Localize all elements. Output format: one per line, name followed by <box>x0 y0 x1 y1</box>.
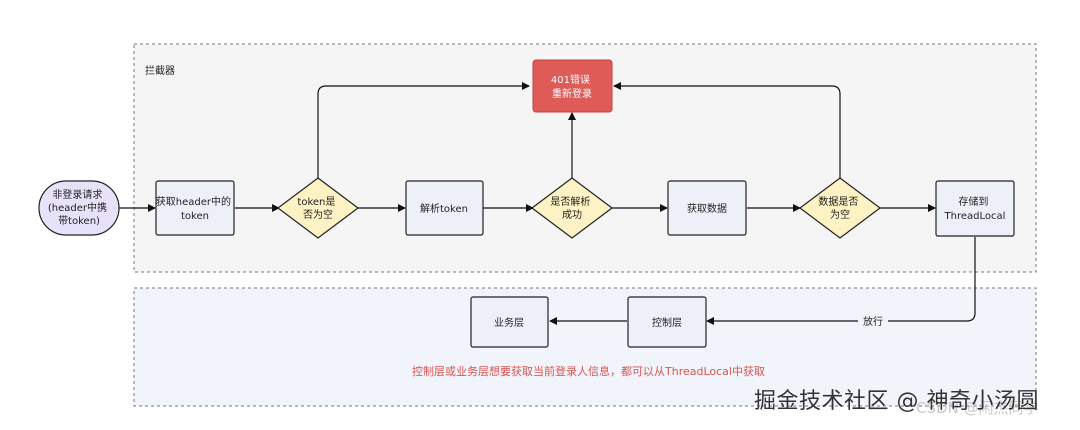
get-data-node-label: 获取数据 <box>687 202 727 215</box>
edge-token-empty-to-error <box>317 82 530 178</box>
data-empty-decision-label: 数据是否 为空 <box>818 195 861 221</box>
parse-token-node <box>405 180 484 236</box>
watermark-secondary: CSDN @闲杰同学 <box>916 399 1039 417</box>
business-node <box>470 296 549 348</box>
get-header-node-label: 获取header中的 token <box>156 195 234 222</box>
store-threadlocal-node <box>935 180 1015 237</box>
start-node-label: 非登录请求 (header中携 带token) <box>48 188 110 227</box>
get-header-node <box>155 180 235 236</box>
threadlocal-note: 控制层或业务层想要获取当前登录人信息，都可以从ThreadLocal中获取 <box>412 364 765 378</box>
interceptor-label: 拦截器 <box>145 64 175 77</box>
error-401-node-label: 401错误 重新登录 <box>551 73 593 100</box>
parse-ok-decision <box>531 177 613 239</box>
controller-node-label: 控制层 <box>652 316 682 329</box>
parse-ok-decision-label: 是否解析 成功 <box>550 195 593 221</box>
token-empty-decision <box>277 177 359 239</box>
error-401-node <box>532 59 613 113</box>
edge-store-to-controller <box>706 237 976 325</box>
get-data-node <box>667 180 747 236</box>
controller-node <box>627 296 707 348</box>
token-empty-decision-label: token是 否为空 <box>297 196 338 221</box>
data-empty-decision <box>799 177 881 239</box>
watermark-primary: 掘金技术社区 @ 神奇小汤圆 <box>754 389 1039 414</box>
edge-data-empty-to-error <box>613 82 841 178</box>
store-threadlocal-node-label: 存储到 ThreadLocal <box>944 195 1006 222</box>
release-label-bg <box>858 313 888 329</box>
controller-area-container <box>133 287 1037 407</box>
start-node <box>38 180 120 236</box>
parse-token-node-label: 解析token <box>420 202 468 215</box>
business-node-label: 业务层 <box>494 316 524 329</box>
release-label: 放行 <box>863 315 883 328</box>
